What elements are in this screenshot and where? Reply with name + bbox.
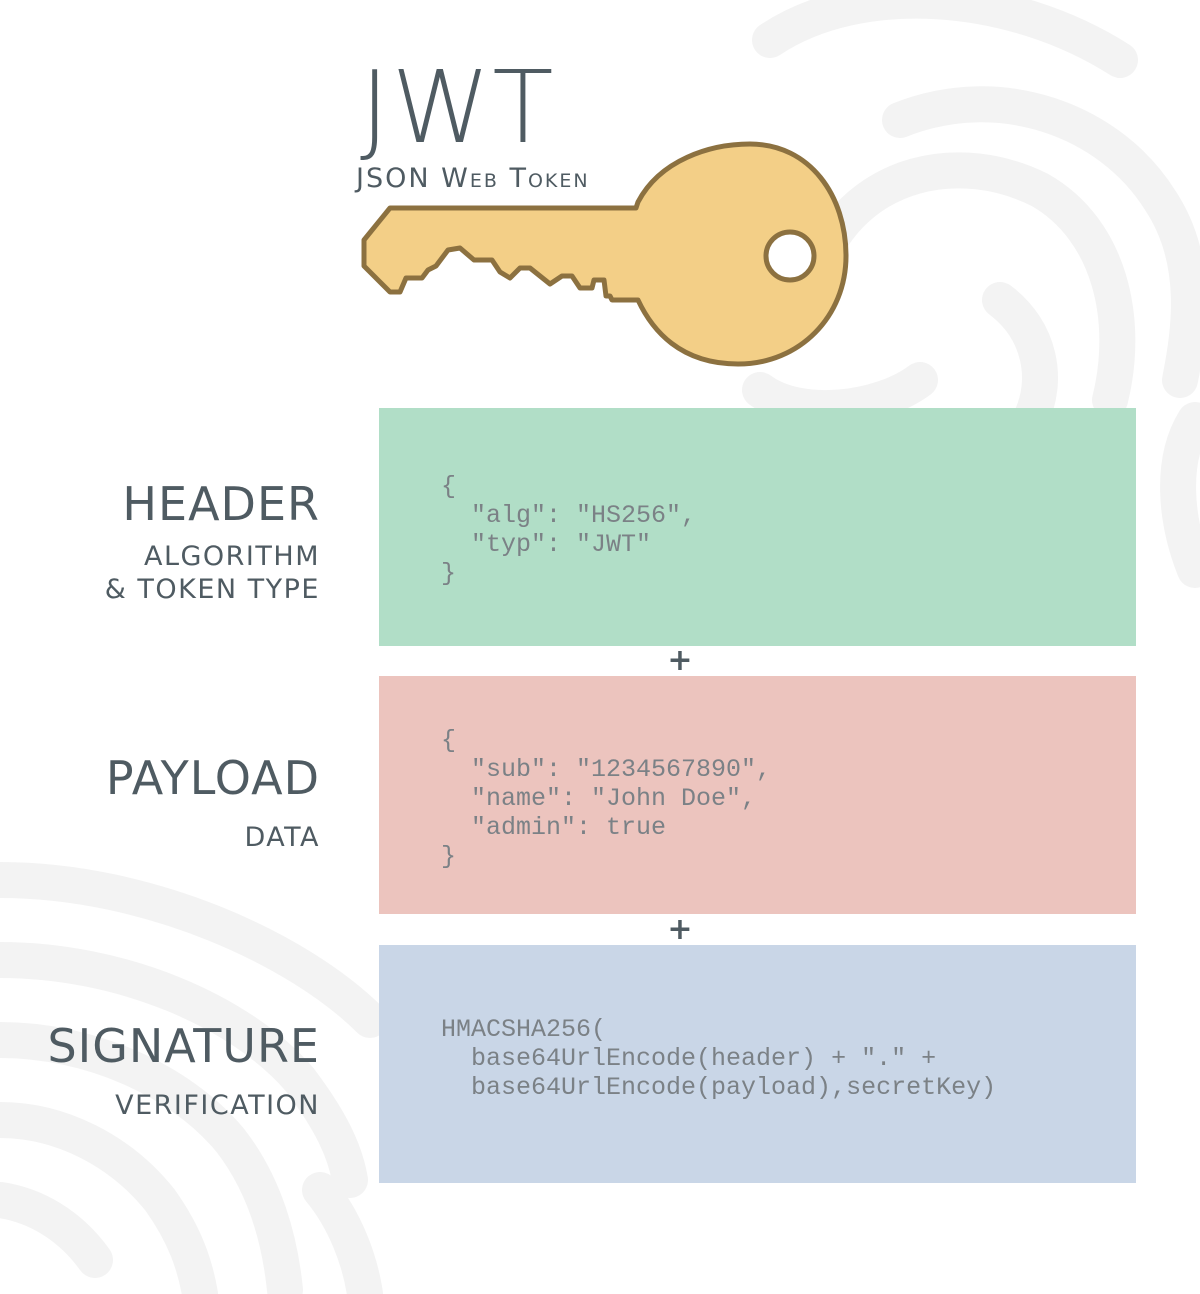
header-label: HEADER bbox=[122, 477, 320, 531]
header-sublabel: ALGORITHM & TOKEN TYPE bbox=[104, 541, 320, 605]
payload-box: { "sub": "1234567890", "name": "John Doe… bbox=[379, 676, 1136, 914]
header-box: { "alg": "HS256", "typ": "JWT" } bbox=[379, 408, 1136, 646]
signature-box: HMACSHA256( base64UrlEncode(header) + ".… bbox=[379, 945, 1136, 1183]
signature-sublabel: VERIFICATION bbox=[115, 1090, 320, 1121]
key-hole bbox=[763, 229, 817, 283]
signature-code: HMACSHA256( base64UrlEncode(header) + ".… bbox=[441, 1015, 997, 1102]
signature-label: SIGNATURE bbox=[47, 1019, 320, 1073]
key-icon bbox=[361, 141, 849, 367]
key-shape bbox=[361, 141, 849, 367]
plus-operator: + bbox=[667, 912, 693, 947]
payload-sublabel: DATA bbox=[244, 822, 320, 853]
jwt-subtitle: JSON Web Token bbox=[356, 163, 590, 194]
jwt-title: JWT bbox=[360, 49, 556, 166]
payload-label: PAYLOAD bbox=[105, 751, 320, 805]
header-code: { "alg": "HS256", "typ": "JWT" } bbox=[441, 472, 697, 588]
plus-operator: + bbox=[667, 643, 693, 678]
payload-code: { "sub": "1234567890", "name": "John Doe… bbox=[441, 726, 772, 871]
